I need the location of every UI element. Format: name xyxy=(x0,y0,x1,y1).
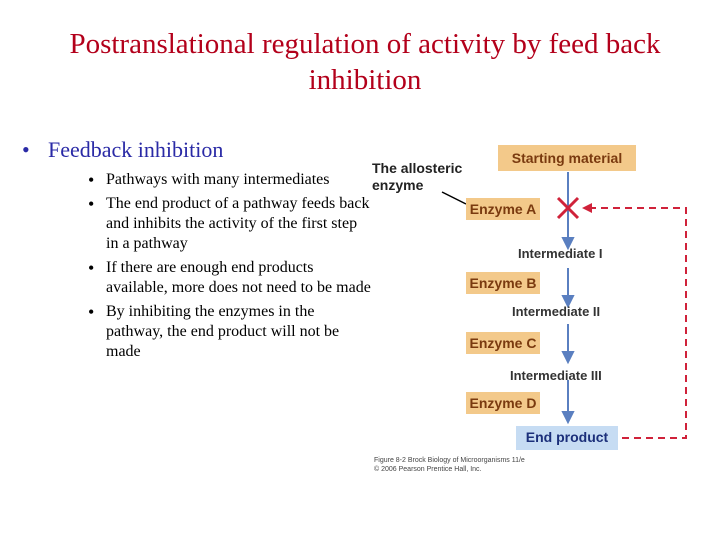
pathway-arrowhead-1 xyxy=(561,237,575,251)
sub-bullet-3: If there are enough end products availab… xyxy=(84,258,372,298)
slide-title: Postranslational regulation of activity … xyxy=(69,28,661,96)
allosteric-enzyme-label: The allosteric enzyme xyxy=(372,160,463,193)
pathway-arrowhead-3 xyxy=(561,351,575,365)
sub-bullet-4: By inhibiting the enzymes in the pathway… xyxy=(84,302,372,362)
feedback-inhibition-diagram: The allosteric enzyme Starting material … xyxy=(360,140,700,480)
sub-bullet-2: The end product of a pathway feeds back … xyxy=(84,194,372,254)
figure-credit-line1: Figure 8-2 Brock Biology of Microorganis… xyxy=(374,457,525,464)
intermediate-1-label: Intermediate I xyxy=(518,246,603,261)
feedback-dashed-line xyxy=(590,207,687,439)
starting-material-box: Starting material xyxy=(498,145,636,171)
pathway-arrows xyxy=(561,172,575,425)
enzyme-c-box: Enzyme C xyxy=(466,332,540,354)
end-product-box: End product xyxy=(516,426,618,450)
enzyme-d-box: Enzyme D xyxy=(466,392,540,414)
sub-bullet-1: Pathways with many intermediates xyxy=(84,170,372,190)
sub-bullet-list: Pathways with many intermediates The end… xyxy=(48,170,372,362)
figure-credit-line2: © 2006 Pearson Prentice Hall, Inc. xyxy=(374,466,482,473)
enzyme-a-box: Enzyme A xyxy=(466,198,540,220)
figure-credit: Figure 8-2 Brock Biology of Microorganis… xyxy=(374,456,525,474)
enzyme-b-box: Enzyme B xyxy=(466,272,540,294)
intermediate-3-label: Intermediate III xyxy=(510,368,602,383)
pathway-arrowhead-2 xyxy=(561,295,575,309)
main-bullet: Feedback inhibition Pathways with many i… xyxy=(22,136,372,362)
pathway-arrowhead-4 xyxy=(561,411,575,425)
intermediate-2-label: Intermediate II xyxy=(512,304,601,319)
main-bullet-text: Feedback inhibition xyxy=(48,137,224,162)
inhibition-x-icon xyxy=(556,196,580,220)
allosteric-pointer-line xyxy=(441,191,467,205)
bullet-list: Feedback inhibition Pathways with many i… xyxy=(22,136,372,366)
diagram-arrows xyxy=(441,172,687,439)
feedback-arrowhead xyxy=(582,203,592,213)
